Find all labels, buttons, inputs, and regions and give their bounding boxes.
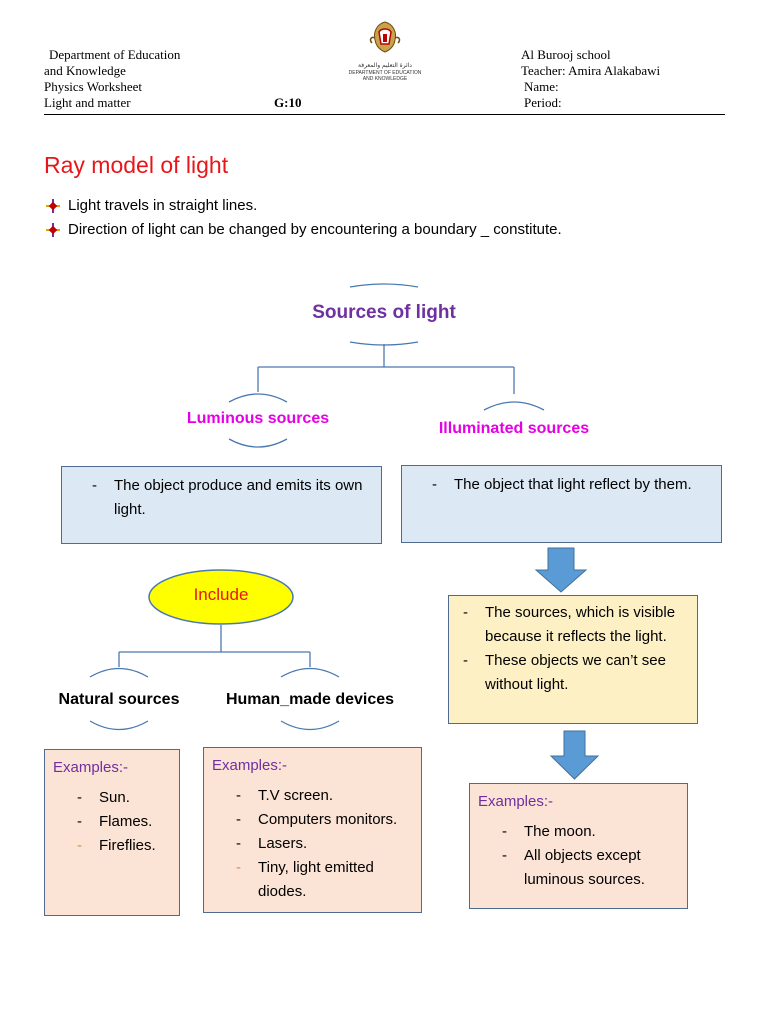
bullet-item: Direction of light can be changed by enc…: [46, 221, 562, 238]
list-item: -Fireflies.: [77, 834, 171, 858]
luminous-definition-box: -The object produce and emits its own li…: [61, 466, 382, 544]
human-made-devices-label: Human_made devices: [225, 691, 395, 708]
list-item: -Sun.: [77, 786, 171, 810]
illuminated-sources-label: Illuminated sources: [438, 420, 590, 437]
illuminated-note-text: These objects we can’t see without light…: [485, 652, 666, 693]
header-period-field: Period:: [524, 95, 562, 110]
header-dept-line-2: and Knowledge: [44, 63, 126, 78]
header-name-field: Name:: [524, 79, 559, 94]
human-examples-box: Examples:- -T.V screen. -Computers monit…: [203, 747, 422, 913]
example-text: All objects except luminous sources.: [524, 847, 645, 888]
illuminated-examples-box: Examples:- -The moon. -All objects excep…: [469, 783, 688, 909]
header-right: Al Burooj school Teacher: Amira Alakabaw…: [521, 47, 721, 111]
illuminated-definition-text: The object that light reflect by them.: [454, 476, 692, 493]
down-arrow-icon: [549, 730, 600, 780]
examples-label: Examples:-: [212, 757, 288, 774]
header-grade: G:10: [274, 95, 302, 110]
natural-sources-label: Natural sources: [58, 691, 180, 708]
examples-label: Examples:-: [53, 759, 129, 776]
header-left: Department of Education and Knowledge Ph…: [44, 47, 274, 111]
bullet-text: Light travels in straight lines.: [68, 197, 258, 214]
page-title: Ray model of light: [44, 152, 229, 178]
list-item: -These objects we can’t see without ligh…: [463, 649, 687, 697]
example-text: Fireflies.: [99, 837, 156, 854]
list-item: -T.V screen.: [236, 784, 413, 808]
header-teacher: Teacher: Amira Alakabawi: [521, 63, 661, 78]
list-item: -All objects except luminous sources.: [502, 844, 679, 892]
list-item: -The moon.: [502, 820, 679, 844]
example-text: The moon.: [524, 823, 596, 840]
example-text: Tiny, light emitted diodes.: [258, 859, 374, 900]
down-arrow-icon: [534, 547, 588, 593]
list-item: -Tiny, light emitted diodes.: [236, 856, 413, 904]
logo-english-text-2: AND KNOWLEDGE: [362, 76, 408, 82]
star-bullet-icon: [46, 198, 60, 213]
example-text: Sun.: [99, 789, 130, 806]
example-text: Lasers.: [258, 835, 308, 852]
star-bullet-icon: [46, 222, 60, 237]
list-item: -The object produce and emits its own li…: [92, 474, 371, 522]
luminous-definition-text: The object produce and emits its own lig…: [114, 477, 363, 518]
logo-english-text-1: DEPARTMENT OF EDUCATION: [348, 70, 422, 76]
examples-label: Examples:-: [478, 793, 554, 810]
luminous-sources-label: Luminous sources: [186, 410, 330, 427]
header-subject: Physics Worksheet: [44, 79, 143, 94]
example-text: T.V screen.: [258, 787, 334, 804]
sources-of-light-title: Sources of light: [312, 302, 456, 323]
include-label: Include: [193, 585, 249, 604]
illuminated-definition-box: -The object that light reflect by them.: [401, 465, 722, 543]
example-text: Computers monitors.: [258, 811, 398, 828]
list-item: -Lasers.: [236, 832, 413, 856]
illuminated-notes-box: -The sources, which is visible because i…: [448, 595, 698, 724]
header-school: Al Burooj school: [521, 47, 611, 62]
header-rule: [44, 114, 725, 115]
list-item: -The sources, which is visible because i…: [463, 601, 687, 649]
logo: دائرة التعليم والمعرفة DEPARTMENT OF EDU…: [345, 18, 425, 82]
natural-examples-box: Examples:- -Sun. -Flames. -Fireflies.: [44, 749, 180, 916]
include-ellipse: [148, 569, 294, 625]
list-item: -The object that light reflect by them.: [432, 473, 711, 497]
list-item: -Flames.: [77, 810, 171, 834]
header-dept-line-1: Department of Education: [49, 47, 181, 62]
bullet-item: Light travels in straight lines.: [46, 197, 257, 214]
example-text: Flames.: [99, 813, 153, 830]
list-item: -Computers monitors.: [236, 808, 413, 832]
bullet-text: Direction of light can be changed by enc…: [68, 221, 562, 238]
logo-arabic-text: دائرة التعليم والمعرفة: [358, 63, 412, 69]
header-topic: Light and matter: [44, 95, 131, 110]
illuminated-note-text: The sources, which is visible because it…: [485, 604, 676, 645]
emblem-icon: [369, 21, 401, 53]
